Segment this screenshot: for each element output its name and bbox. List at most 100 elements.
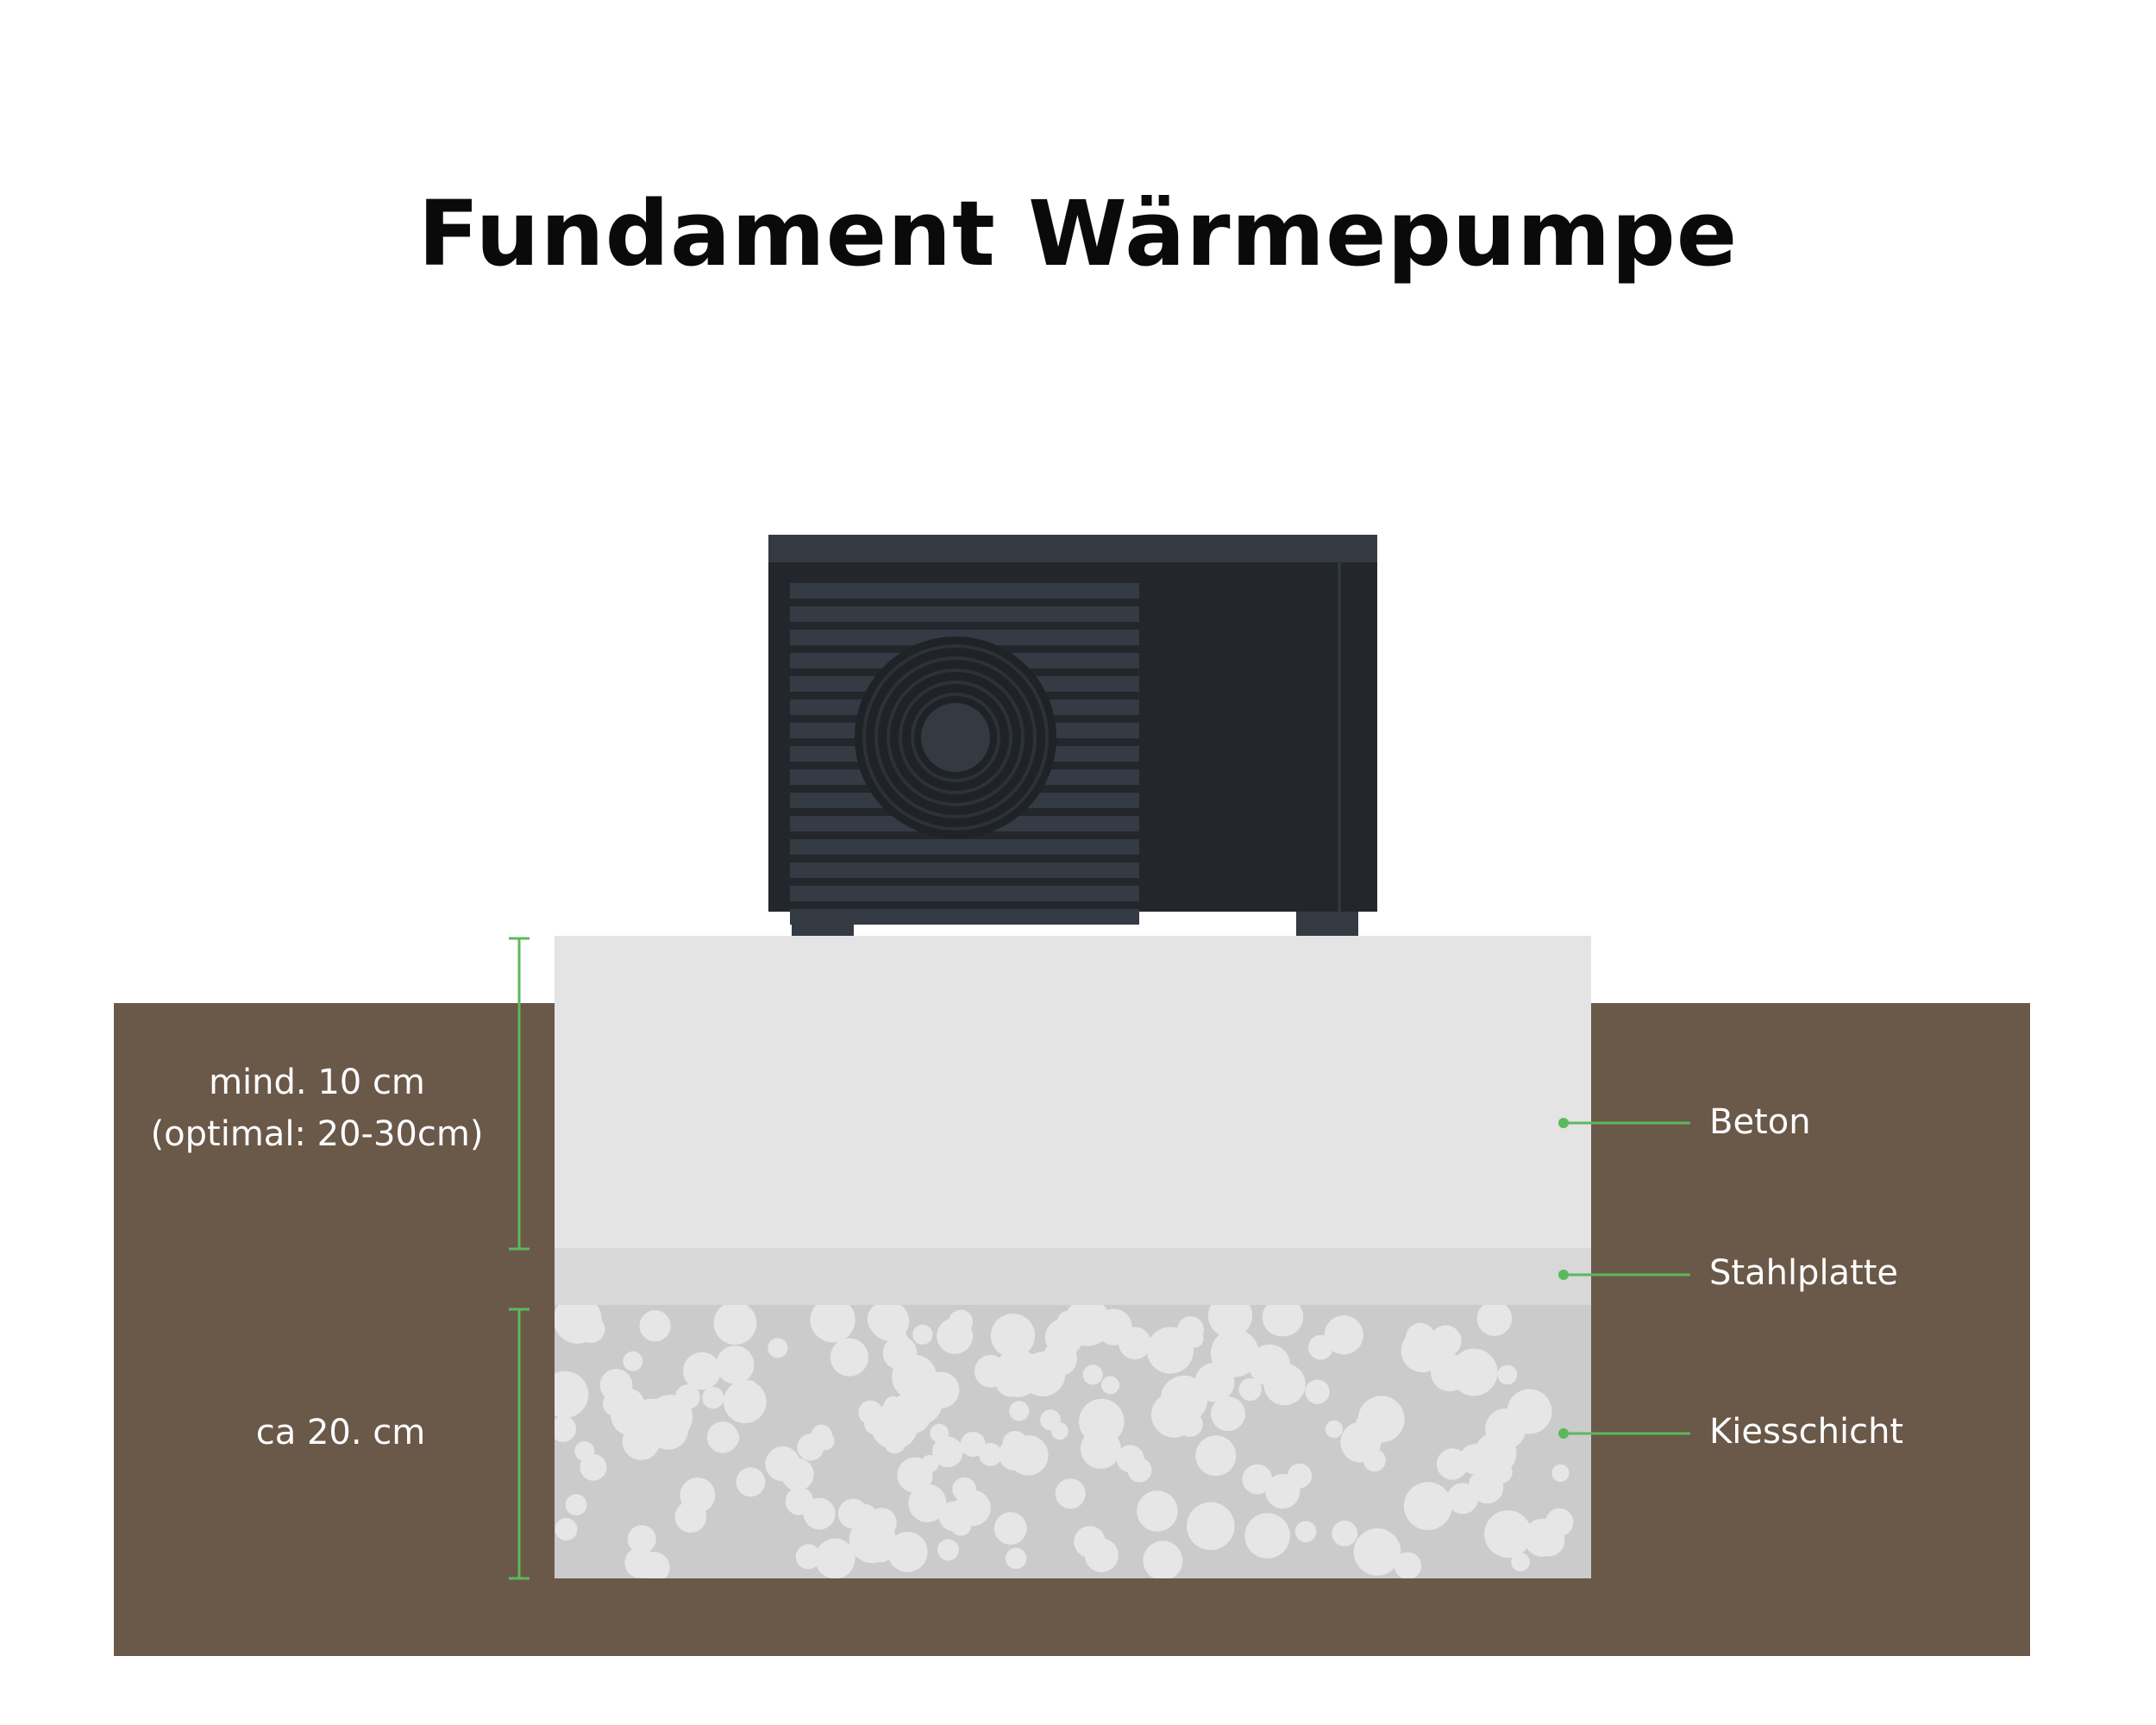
concrete-height-label: mind. 10 cm (optimal: 20-30cm) (138, 1057, 496, 1160)
pebble (868, 1537, 893, 1563)
pebble (1146, 1327, 1194, 1374)
pebble (1074, 1526, 1106, 1558)
beton-label: Beton (1709, 1102, 1811, 1142)
pebble (884, 1432, 906, 1454)
pebble (1242, 1464, 1273, 1495)
pebble (795, 1544, 821, 1570)
pebble (931, 1436, 963, 1468)
pebble (1294, 1521, 1317, 1543)
pebble (1394, 1552, 1422, 1578)
pebble (683, 1352, 721, 1390)
pebble (565, 1494, 587, 1516)
pebble (930, 1423, 950, 1443)
pebble (1484, 1510, 1532, 1558)
pebble (810, 1305, 856, 1343)
pebble (1511, 1552, 1530, 1571)
pebble (1363, 1449, 1386, 1472)
pebble (740, 1380, 759, 1398)
pebble (1324, 1315, 1363, 1355)
pebble (1160, 1375, 1208, 1423)
pebble (1489, 1461, 1513, 1484)
concrete-layer (555, 936, 1591, 1248)
gravel-layer (555, 1305, 1591, 1578)
pebble (1187, 1502, 1235, 1551)
pebble (1523, 1518, 1562, 1557)
kiesschicht-label: Kiesschicht (1709, 1412, 1904, 1452)
pebble (887, 1532, 928, 1572)
pebble (937, 1539, 959, 1561)
pebble (1476, 1305, 1513, 1336)
pebble (716, 1346, 755, 1384)
diagram-title: Fundament Wärmepumpe (417, 181, 1739, 286)
grille-slat (790, 886, 1139, 901)
pebble (1356, 1414, 1374, 1433)
grille-slat (790, 862, 1139, 878)
pebble (1055, 1478, 1086, 1509)
pebble (1095, 1308, 1132, 1346)
pump-side-panel (1139, 562, 1377, 912)
pebble (811, 1424, 832, 1446)
pebble (765, 1446, 800, 1482)
pebble (937, 1317, 974, 1354)
pebble (1262, 1305, 1300, 1337)
pebble (702, 1387, 724, 1409)
heat-pump-unit (768, 535, 1377, 936)
pebble (974, 1354, 1007, 1388)
pebble (1177, 1411, 1203, 1437)
pebble (1450, 1348, 1498, 1396)
pebble (922, 1371, 960, 1408)
pebble (720, 1305, 742, 1325)
grille-slat (790, 583, 1139, 599)
pebble (1211, 1396, 1245, 1432)
pebble (1050, 1422, 1069, 1440)
pebble (912, 1324, 933, 1345)
pebble (1211, 1329, 1259, 1377)
stahlplatte-leader-dot (1558, 1270, 1569, 1280)
beton-leader-dot (1558, 1118, 1569, 1128)
pebble (830, 1338, 868, 1377)
pebble (1207, 1305, 1253, 1338)
pebble (1020, 1352, 1066, 1396)
pebble (1459, 1444, 1490, 1475)
steel-plate-layer (555, 1248, 1591, 1305)
pebble (938, 1501, 969, 1532)
pebble (1009, 1401, 1030, 1421)
pebble (1265, 1473, 1300, 1509)
pebble (555, 1518, 578, 1540)
pebble (1551, 1464, 1570, 1482)
pebble (1332, 1521, 1358, 1546)
pebble (952, 1477, 977, 1502)
grille-slat (790, 909, 1139, 925)
pebble (1127, 1458, 1152, 1483)
pebble (624, 1547, 656, 1578)
pebble (1430, 1325, 1462, 1358)
grille-slat (790, 839, 1139, 855)
pebble (623, 1351, 643, 1371)
pebble (627, 1525, 656, 1554)
pebble (815, 1538, 856, 1578)
pebble (674, 1384, 700, 1410)
pebble (998, 1438, 1031, 1471)
pump-top-panel (768, 535, 1377, 562)
pebble (1447, 1483, 1478, 1515)
gravel-height-label: ca 20. cm (255, 1413, 426, 1452)
pebble (1403, 1482, 1452, 1530)
pebble (555, 1371, 589, 1418)
pebble (1080, 1428, 1121, 1469)
pebble (1497, 1364, 1518, 1385)
pebble (555, 1415, 577, 1442)
pebble (993, 1512, 1027, 1545)
concrete-height-line2: (optimal: 20-30cm) (150, 1114, 484, 1154)
concrete-height-line1: mind. 10 cm (209, 1063, 425, 1102)
pebble (736, 1467, 766, 1497)
pebble (706, 1421, 739, 1453)
pump-foot-right (1296, 912, 1358, 936)
pebble (1357, 1396, 1405, 1443)
pebble (890, 1392, 932, 1434)
pebble (1137, 1490, 1178, 1532)
pebble (1082, 1364, 1103, 1385)
fan-icon (855, 637, 1056, 838)
pebble (1005, 1547, 1027, 1569)
pebble (611, 1395, 652, 1436)
